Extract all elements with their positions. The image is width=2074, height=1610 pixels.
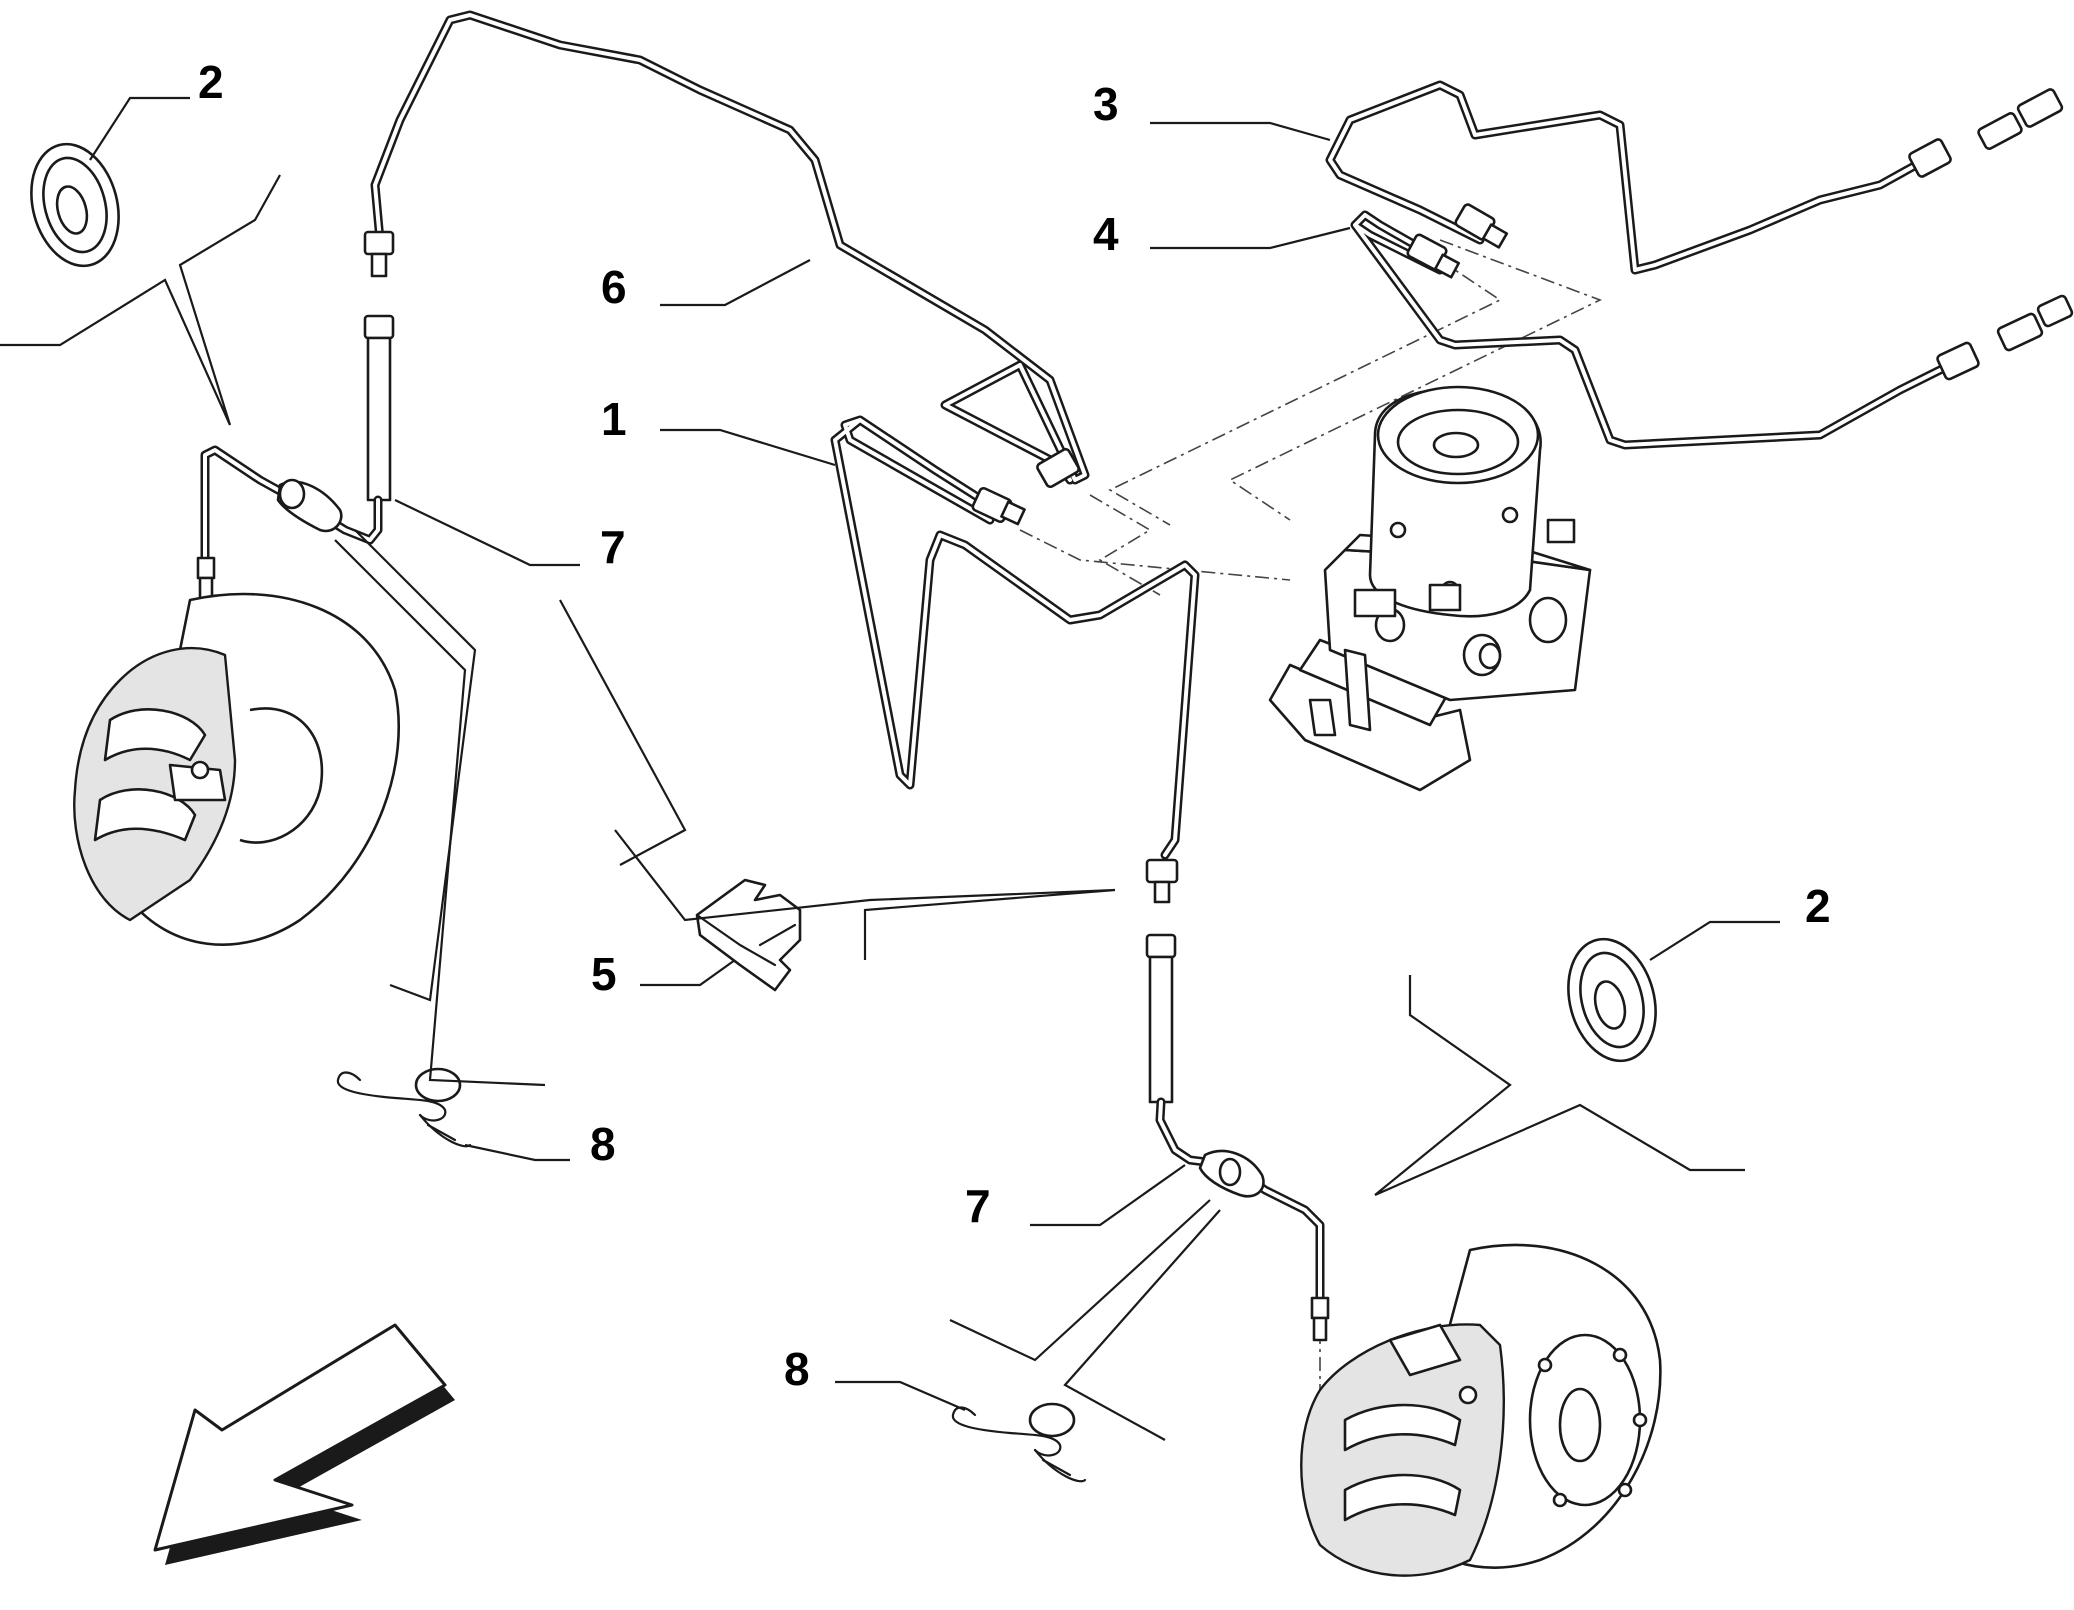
abs-hydraulic-unit	[1268, 385, 1592, 792]
callout-8-bottom: 8	[784, 1343, 810, 1395]
left-flex-hose-7	[196, 314, 395, 602]
callout-1: 1	[601, 393, 627, 445]
clip-8-bottom	[951, 1402, 1087, 1483]
callout-8-left: 8	[590, 1118, 616, 1170]
right-brake-caliper-disc	[1300, 1243, 1662, 1577]
callout-6: 6	[601, 261, 627, 313]
callout-3: 3	[1093, 78, 1119, 130]
clip-8-left	[336, 1067, 472, 1148]
callout-7-bottom: 7	[965, 1180, 991, 1232]
leader-lines	[0, 96, 1780, 1441]
abs-bolt-2	[1546, 518, 1576, 544]
pipe-4-union-nut	[2036, 294, 2074, 328]
callout-2-right: 2	[1805, 880, 1831, 932]
pipe-6-fitting	[370, 252, 388, 278]
pipe-3-end-nut	[1908, 138, 1952, 178]
bottom-flex-hose-7	[1145, 933, 1330, 1342]
brake-pipe-3	[1325, 80, 2064, 275]
pipe-3-union	[1977, 112, 2023, 150]
left-brake-caliper-disc	[73, 592, 401, 946]
callout-labels: 2 3 4 6 1 7 2 5 8 7 8	[198, 56, 1831, 1395]
callout-4: 4	[1093, 208, 1119, 260]
grommet-2-top-left	[30, 142, 120, 268]
callout-5: 5	[591, 948, 617, 1000]
pipe-3-union-nut	[2016, 88, 2064, 128]
brake-pipe-4	[1350, 210, 2074, 450]
brake-pipe-6	[363, 10, 1090, 489]
pipe-1-bottom-nut	[1145, 858, 1179, 884]
brake-pipe-1	[830, 415, 1200, 904]
abs-bolt-1	[1428, 583, 1462, 612]
callout-2-top-left: 2	[198, 56, 224, 108]
bracket-5	[695, 878, 802, 992]
pipe-6-end-nut	[1036, 447, 1080, 489]
pipe-4-end-nut	[1936, 341, 1980, 381]
pipe-1-bottom-fitting	[1153, 880, 1171, 904]
callout-7-left: 7	[600, 521, 626, 573]
pipe-6-nut	[363, 230, 395, 256]
grommet-2-right	[1567, 937, 1657, 1063]
direction-arrow	[153, 1323, 455, 1565]
pipe-4-union	[1996, 312, 2044, 352]
pipe-3-fitting	[1481, 223, 1509, 249]
abs-port-block	[1353, 588, 1397, 618]
pipe-1-fitting	[1000, 500, 1026, 526]
pipe-4-fitting	[1433, 253, 1461, 279]
